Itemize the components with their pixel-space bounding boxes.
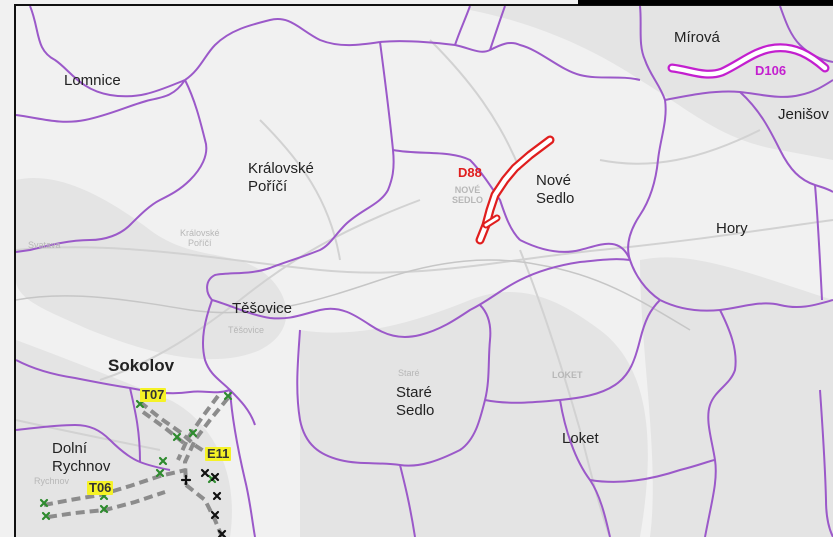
roads (15, 39, 833, 537)
map-frame-left (14, 4, 16, 537)
bg-label-rychnov: Rychnov (34, 476, 70, 486)
route-tag-t06[interactable]: T06 (87, 480, 114, 495)
route-tag-d88[interactable]: D88 (458, 165, 482, 180)
bg-label-nove-sedlo: NOVÉ SEDLO (452, 185, 484, 205)
place-label-jenisov: Jenišov (778, 106, 829, 123)
bg-label-kralovske-porici: Královské Poříčí (180, 228, 220, 248)
place-label-lomnice: Lomnice (64, 72, 121, 89)
place-label-hory: Hory (716, 220, 748, 237)
place-label-dolni-rychnov: Dolní Rychnov (52, 440, 111, 475)
rivers (15, 259, 691, 331)
bg-label-tesovice: Těšovice (228, 325, 265, 335)
route-d88 (475, 135, 555, 245)
route-tag-t07[interactable]: T07 (140, 387, 167, 402)
place-label-nove-sedlo: Nové Sedlo (536, 172, 575, 207)
place-label-loket: Loket (562, 430, 599, 447)
cross-markers-black (180, 468, 227, 537)
terrain-shading (16, 6, 833, 537)
place-label-kralovske-porici: Královské Poříčí (248, 160, 314, 195)
place-label-sokolov: Sokolov (108, 356, 175, 375)
bg-label-stare: Staré (398, 368, 420, 378)
bg-label-loket: LOKET (552, 370, 583, 380)
route-tag-d106[interactable]: D106 (755, 63, 787, 78)
top-black-bar (578, 0, 833, 5)
map-frame-top (14, 4, 833, 6)
place-label-tesovice: Těšovice (232, 300, 293, 317)
route-tag-e11[interactable]: E11 (205, 446, 232, 461)
bg-label-svatava: Svatava (28, 240, 61, 250)
route-d106 (667, 43, 830, 79)
place-label-stare-sedlo: Staré Sedlo (396, 384, 435, 419)
place-label-mirova: Mírová (674, 29, 720, 46)
municipal-boundaries (15, 5, 833, 537)
